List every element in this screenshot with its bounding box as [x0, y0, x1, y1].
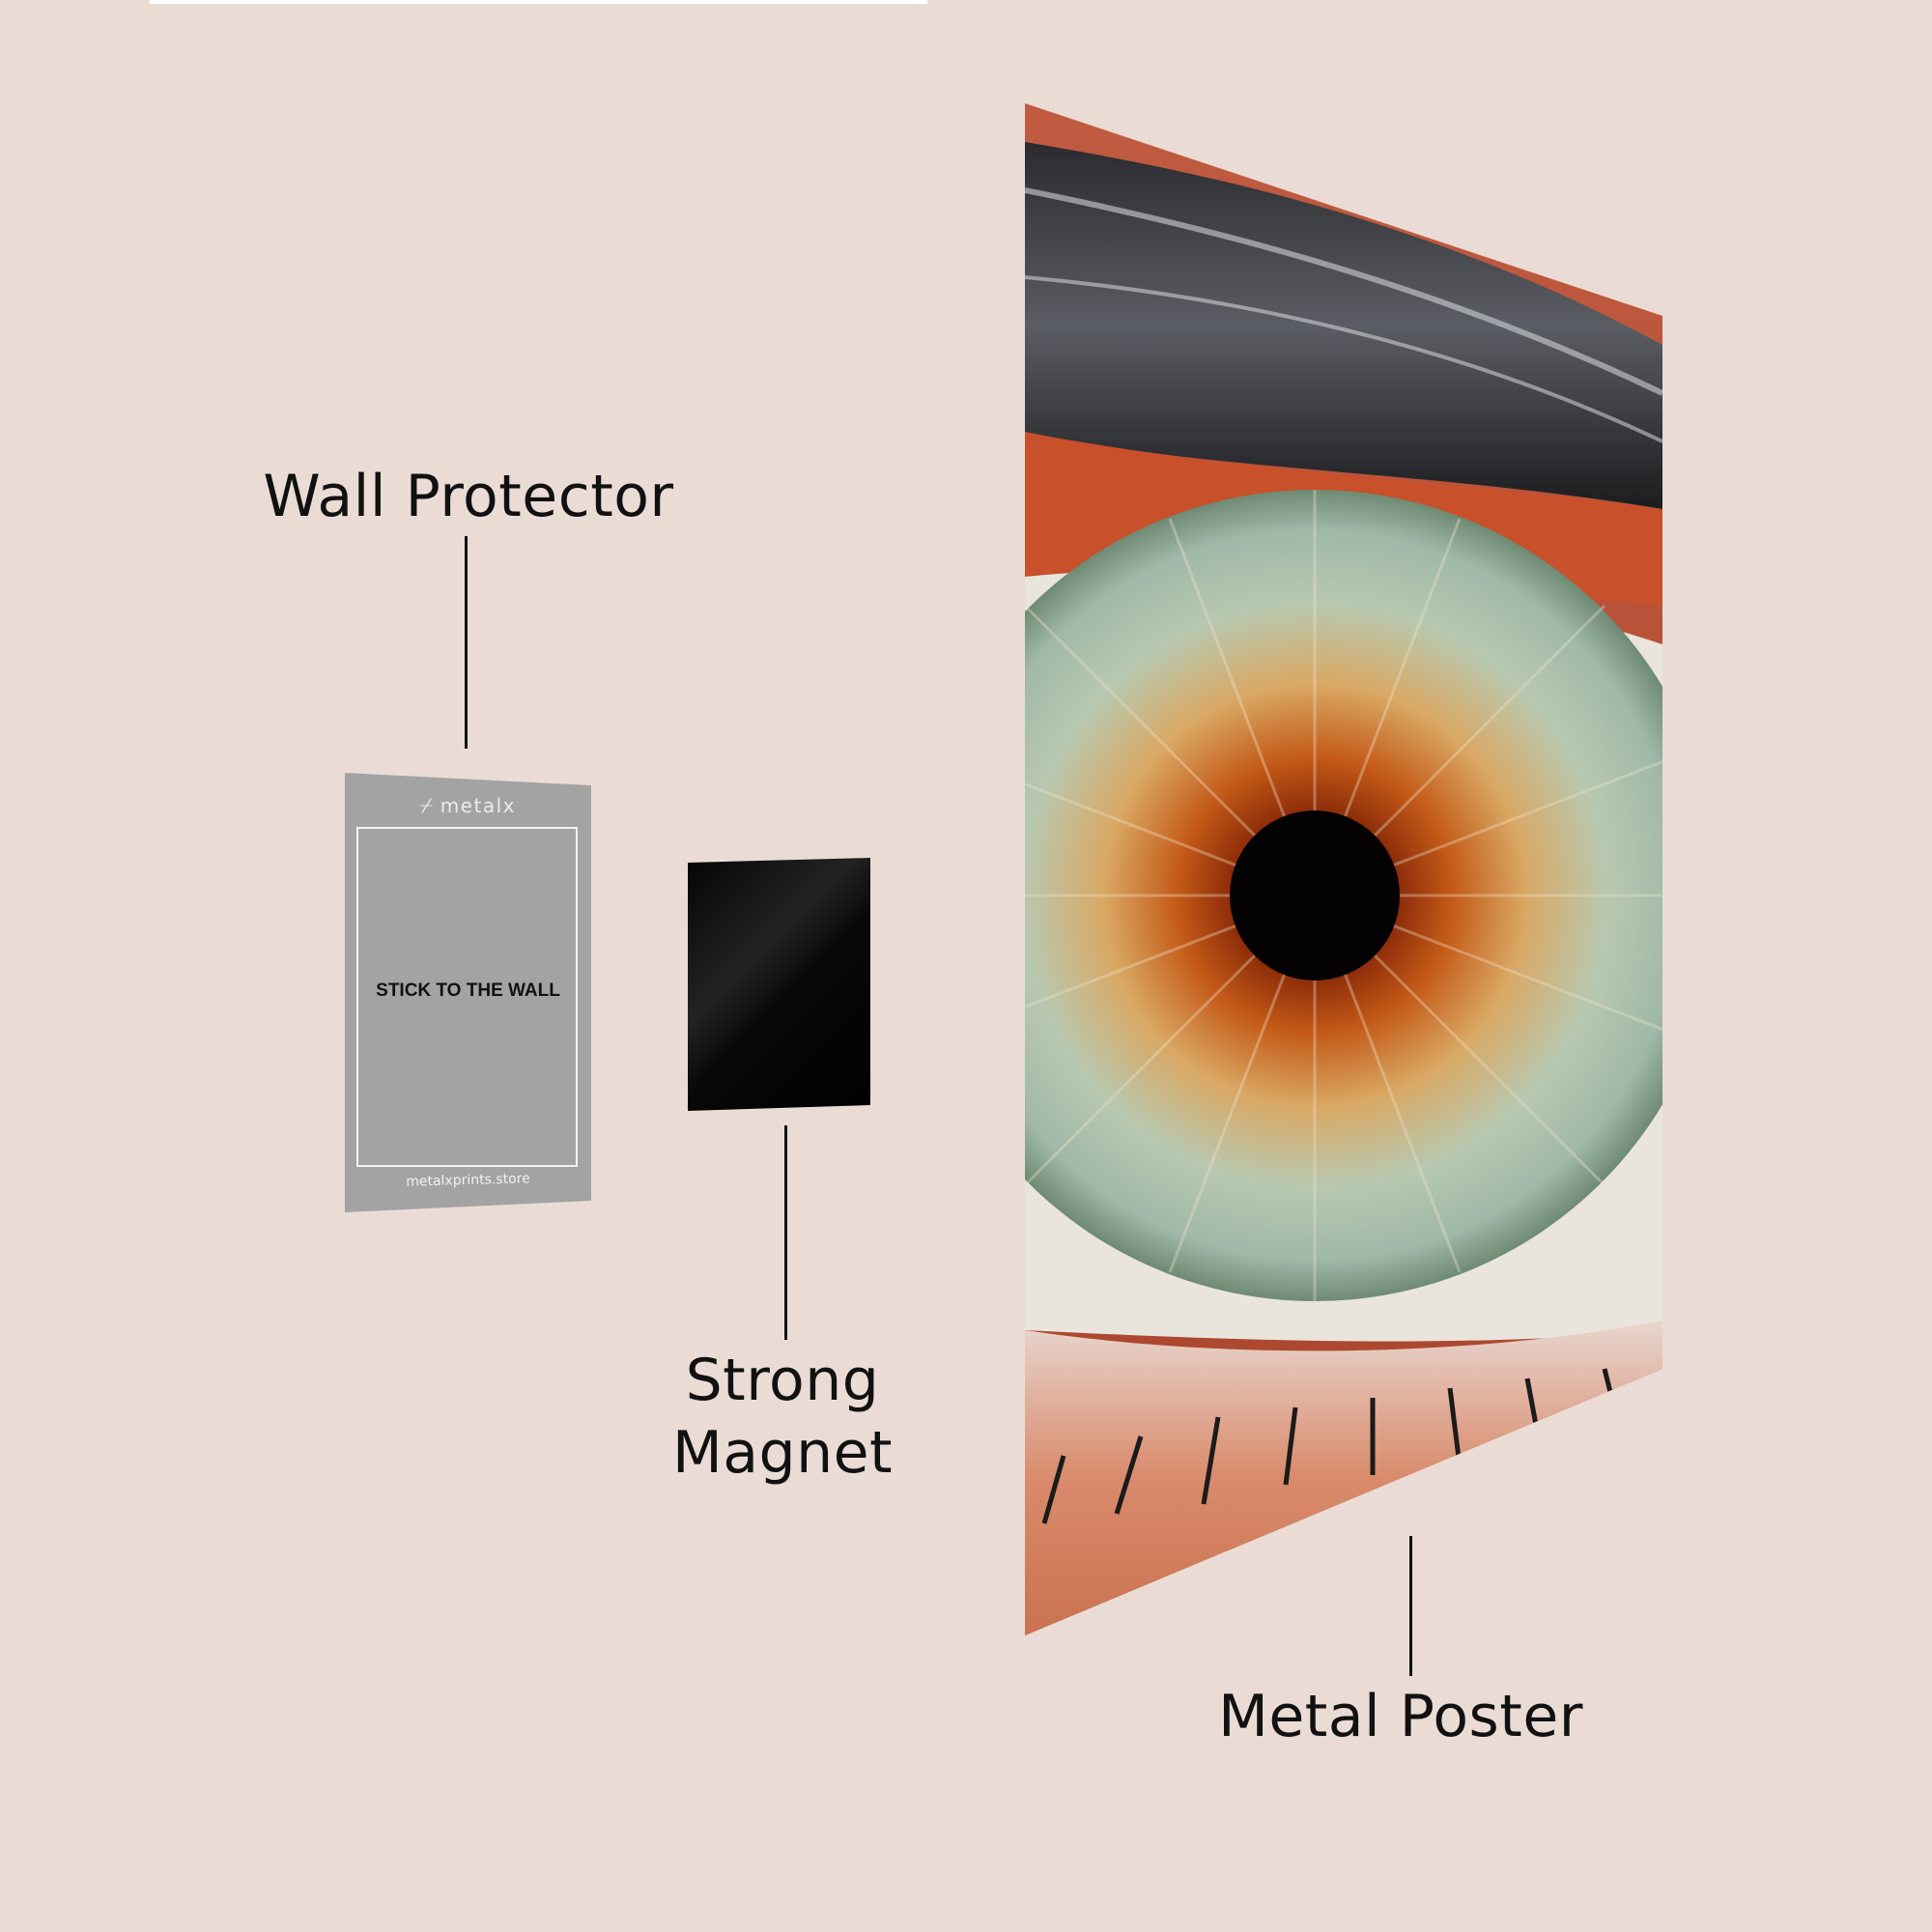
- metalx-logo-text: metalx: [440, 794, 516, 817]
- stick-to-wall-text: STICK TO THE WALL: [376, 980, 560, 1001]
- wall-protector-card: ⌿metalx STICK TO THE WALL metalxprints.s…: [345, 773, 591, 1212]
- eye-artwork: [1025, 103, 1662, 1635]
- strong-magnet-label-line1: Strong: [685, 1347, 880, 1414]
- lash-highlight: [1025, 187, 1662, 396]
- metalx-logo: ⌿metalx: [345, 794, 591, 818]
- website-text: metalxprints.store: [406, 1171, 530, 1190]
- strong-magnet-leader-line: [784, 1125, 787, 1340]
- metal-poster: [1025, 103, 1662, 1635]
- strong-magnet-label-line2: Magnet: [671, 1419, 894, 1487]
- wall-protector-label: Wall Protector: [263, 463, 674, 530]
- lower-eyelid: [1025, 1321, 1662, 1635]
- metal-poster-label: Metal Poster: [1218, 1683, 1583, 1750]
- eyelid-lashes: [1025, 142, 1662, 509]
- strong-magnet-label: Strong Magnet: [638, 1345, 927, 1490]
- metal-poster-leader-line: [1409, 1536, 1412, 1676]
- lash-highlight-2: [1025, 275, 1662, 443]
- metalx-logo-icon: ⌿: [420, 794, 435, 818]
- pupil: [1230, 810, 1400, 980]
- strong-magnet: [688, 858, 870, 1111]
- top-edge-strip: [150, 0, 927, 4]
- wall-protector-frame: [356, 827, 578, 1167]
- wall-protector-leader-line: [465, 536, 468, 749]
